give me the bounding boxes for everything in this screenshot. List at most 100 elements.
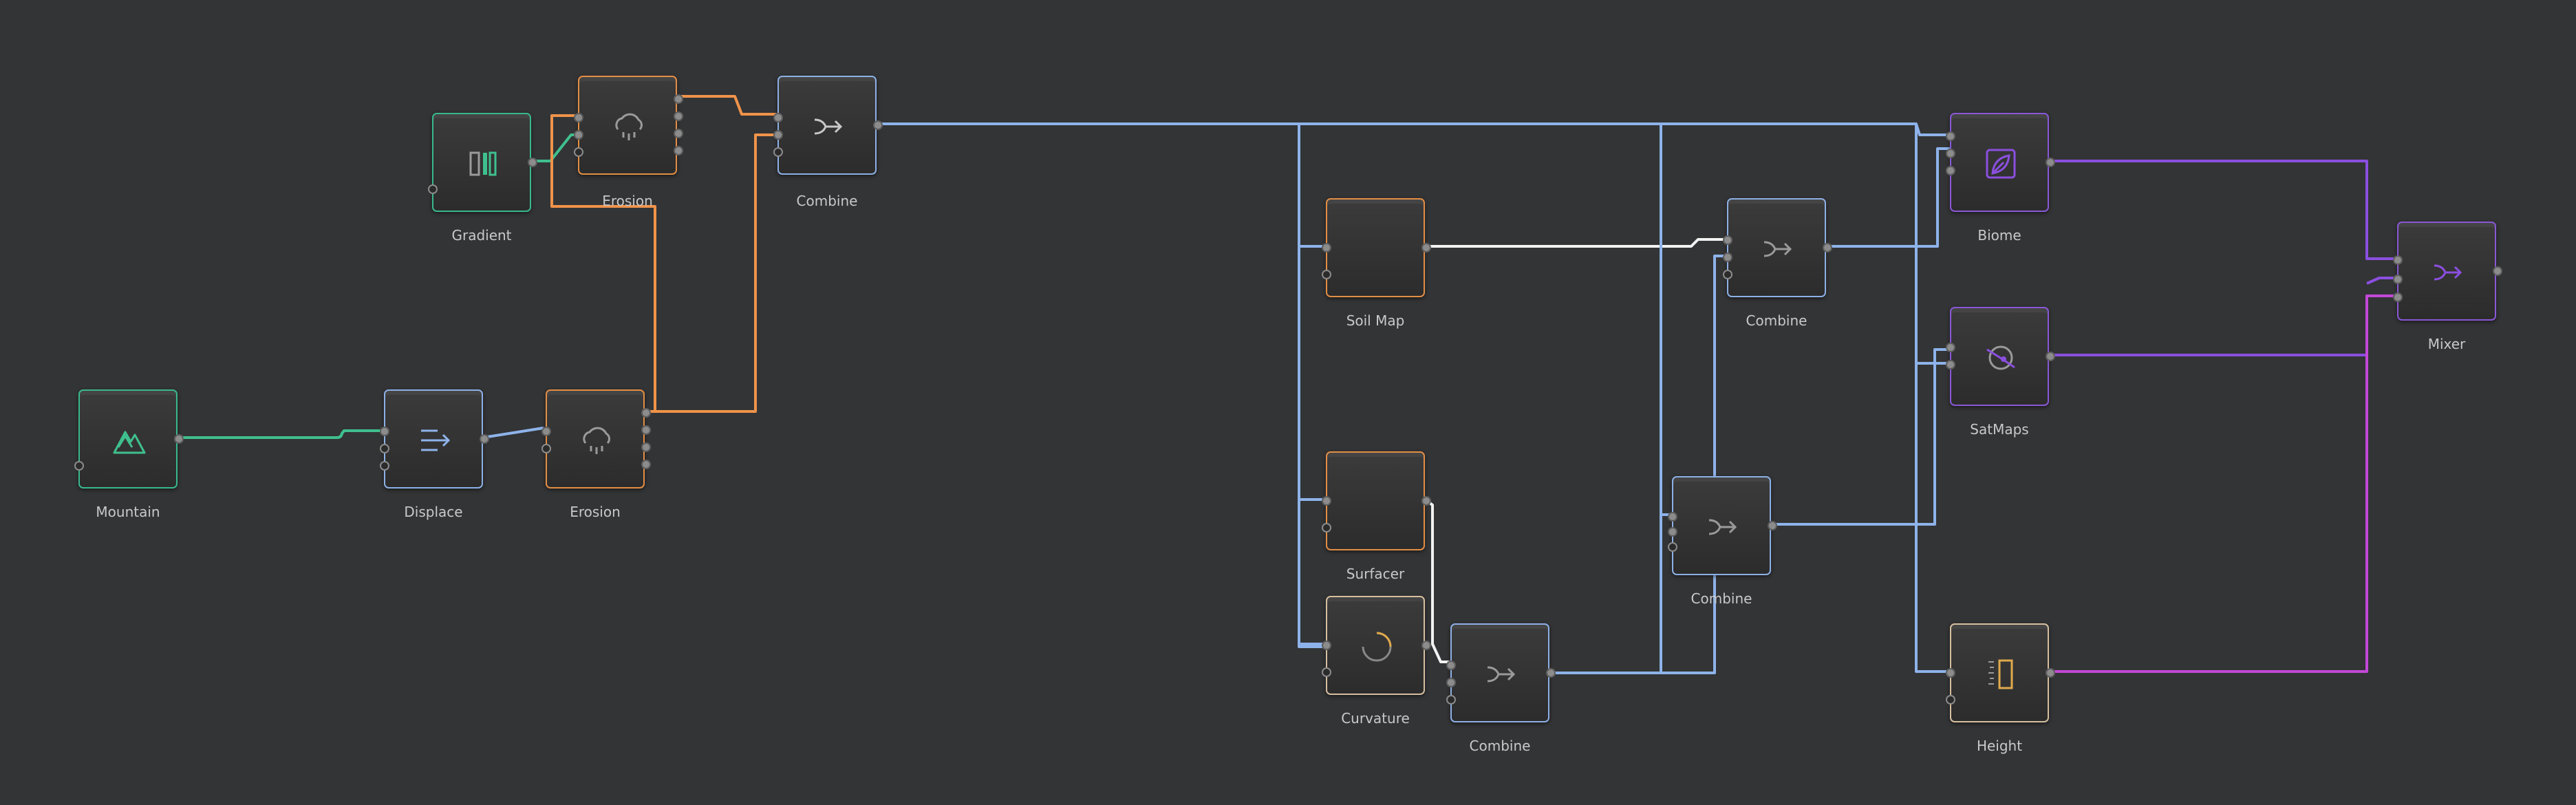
input-port[interactable] xyxy=(74,461,84,471)
input-port[interactable] xyxy=(1946,668,1955,678)
input-port[interactable] xyxy=(574,113,583,122)
combine-node[interactable]: Combine xyxy=(1668,476,1777,607)
input-port[interactable] xyxy=(1446,678,1456,687)
node-body[interactable] xyxy=(2393,222,2502,321)
node-body[interactable] xyxy=(380,389,489,489)
node-label: Gradient xyxy=(451,227,512,244)
mountain-node[interactable]: Mountain xyxy=(74,389,184,520)
gradient-node[interactable]: Gradient xyxy=(428,113,537,244)
input-port[interactable] xyxy=(1322,523,1331,533)
input-port[interactable] xyxy=(773,130,783,140)
output-port[interactable] xyxy=(873,120,883,130)
node-body[interactable] xyxy=(74,389,184,489)
node-body[interactable] xyxy=(773,76,883,175)
input-port[interactable] xyxy=(574,147,583,157)
input-port[interactable] xyxy=(773,147,783,157)
output-port[interactable] xyxy=(674,111,683,121)
input-port[interactable] xyxy=(1322,496,1331,506)
node-body[interactable] xyxy=(1322,451,1431,550)
input-port[interactable] xyxy=(1946,695,1955,705)
output-port[interactable] xyxy=(174,434,184,444)
output-port[interactable] xyxy=(1421,496,1431,506)
input-port[interactable] xyxy=(1322,641,1331,650)
node-body[interactable] xyxy=(1322,596,1431,695)
output-port[interactable] xyxy=(528,158,537,167)
input-port[interactable] xyxy=(1322,270,1331,279)
input-port[interactable] xyxy=(1723,235,1732,245)
output-port[interactable] xyxy=(674,129,683,138)
output-port[interactable] xyxy=(674,146,683,155)
input-port[interactable] xyxy=(1668,512,1677,522)
input-port[interactable] xyxy=(1946,343,1955,352)
combine-node[interactable]: Combine xyxy=(1723,198,1832,329)
input-port[interactable] xyxy=(1446,661,1456,670)
node-body[interactable] xyxy=(1446,623,1556,722)
node-body[interactable] xyxy=(1322,198,1431,297)
output-port[interactable] xyxy=(1546,668,1556,678)
satmaps-node[interactable]: SatMaps xyxy=(1946,307,2055,438)
output-port[interactable] xyxy=(2046,352,2055,361)
node-label: Displace xyxy=(404,504,463,520)
node-body[interactable] xyxy=(1946,113,2055,212)
input-port[interactable] xyxy=(380,427,389,436)
curvature-icon xyxy=(1362,632,1392,662)
input-port[interactable] xyxy=(1446,695,1456,705)
erosion-node[interactable]: Erosion xyxy=(541,389,651,520)
curvature-node[interactable]: Curvature xyxy=(1322,596,1431,727)
input-port[interactable] xyxy=(380,461,389,471)
output-port[interactable] xyxy=(674,94,683,104)
input-port[interactable] xyxy=(428,184,438,194)
output-port[interactable] xyxy=(1421,243,1431,253)
combine-node[interactable]: Combine xyxy=(1446,623,1556,754)
input-port[interactable] xyxy=(2393,292,2403,302)
node-body[interactable] xyxy=(1723,198,1832,297)
output-port[interactable] xyxy=(2046,158,2055,167)
output-port[interactable] xyxy=(480,434,489,444)
output-port[interactable] xyxy=(641,460,651,469)
node-body[interactable] xyxy=(428,113,537,212)
combine-node[interactable]: Combine xyxy=(773,76,883,209)
input-port[interactable] xyxy=(1723,270,1732,279)
output-port[interactable] xyxy=(641,408,651,418)
output-port[interactable] xyxy=(2493,266,2502,276)
input-port[interactable] xyxy=(2393,255,2403,265)
input-port[interactable] xyxy=(541,427,551,436)
output-port[interactable] xyxy=(641,442,651,452)
input-port[interactable] xyxy=(1668,527,1677,537)
surfacer-node[interactable]: Surfacer xyxy=(1322,451,1431,582)
node-body[interactable] xyxy=(1946,623,2055,722)
displace-node[interactable]: Displace xyxy=(380,389,489,520)
node-body[interactable] xyxy=(541,389,651,489)
wire-erosion-combine xyxy=(643,133,778,413)
output-port[interactable] xyxy=(2046,668,2055,678)
output-port[interactable] xyxy=(1823,243,1832,253)
wire-erosionb-combine xyxy=(676,95,778,116)
node-body[interactable] xyxy=(1946,307,2055,406)
input-port[interactable] xyxy=(1322,667,1331,677)
input-port[interactable] xyxy=(1322,243,1331,253)
input-port[interactable] xyxy=(1946,360,1955,369)
output-port[interactable] xyxy=(1421,641,1431,650)
erosion-node[interactable]: Erosion xyxy=(574,76,683,209)
input-port[interactable] xyxy=(2393,275,2403,284)
input-port[interactable] xyxy=(773,113,783,122)
soil-map-node[interactable]: Soil Map xyxy=(1322,198,1431,329)
input-port[interactable] xyxy=(1946,149,1955,158)
height-icon xyxy=(1988,659,2013,689)
output-port[interactable] xyxy=(641,425,651,435)
input-port[interactable] xyxy=(1723,253,1732,262)
node-body[interactable] xyxy=(1668,476,1777,575)
height-node[interactable]: Height xyxy=(1946,623,2055,754)
output-port[interactable] xyxy=(1768,521,1777,530)
input-port[interactable] xyxy=(1946,166,1955,175)
biome-node[interactable]: Biome xyxy=(1946,113,2055,244)
input-port[interactable] xyxy=(1668,542,1677,552)
node-label: Erosion xyxy=(602,193,653,209)
mixer-node[interactable]: Mixer xyxy=(2393,222,2502,352)
input-port[interactable] xyxy=(1946,131,1955,141)
input-port[interactable] xyxy=(541,444,551,453)
input-port[interactable] xyxy=(380,444,389,453)
input-port[interactable] xyxy=(574,130,583,140)
node-body[interactable] xyxy=(574,76,683,175)
